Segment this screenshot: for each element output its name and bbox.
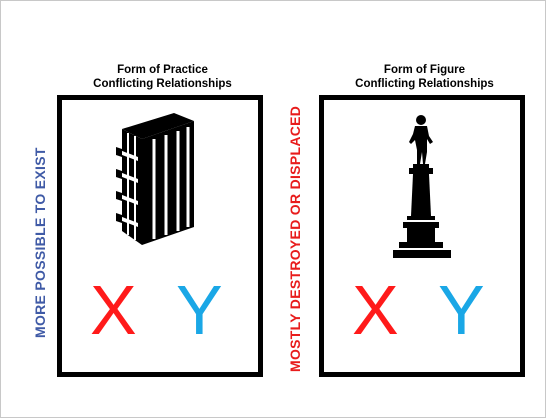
right-letter-y: Y	[438, 271, 485, 349]
right-panel-title: Form of Figure Conflicting Relationships	[322, 63, 527, 91]
left-letter-y: Y	[176, 271, 223, 349]
left-panel-title: Form of Practice Conflicting Relationshi…	[60, 63, 265, 91]
left-panel-title-line2: Conflicting Relationships	[93, 78, 232, 90]
left-letter-x: X	[90, 271, 137, 349]
right-panel-title-line1: Form of Figure	[383, 64, 466, 76]
middle-side-label: MOSTLY DESTROYED OR DISPLACED	[287, 105, 303, 372]
left-side-label: MORE POSSIBLE TO EXIST	[32, 147, 48, 338]
statue-icon	[393, 112, 453, 258]
right-panel-title-line2: Conflicting Relationships	[355, 78, 494, 90]
right-letter-x: X	[352, 271, 399, 349]
building-icon	[116, 113, 196, 245]
left-panel-title-line1: Form of Practice	[117, 64, 208, 76]
